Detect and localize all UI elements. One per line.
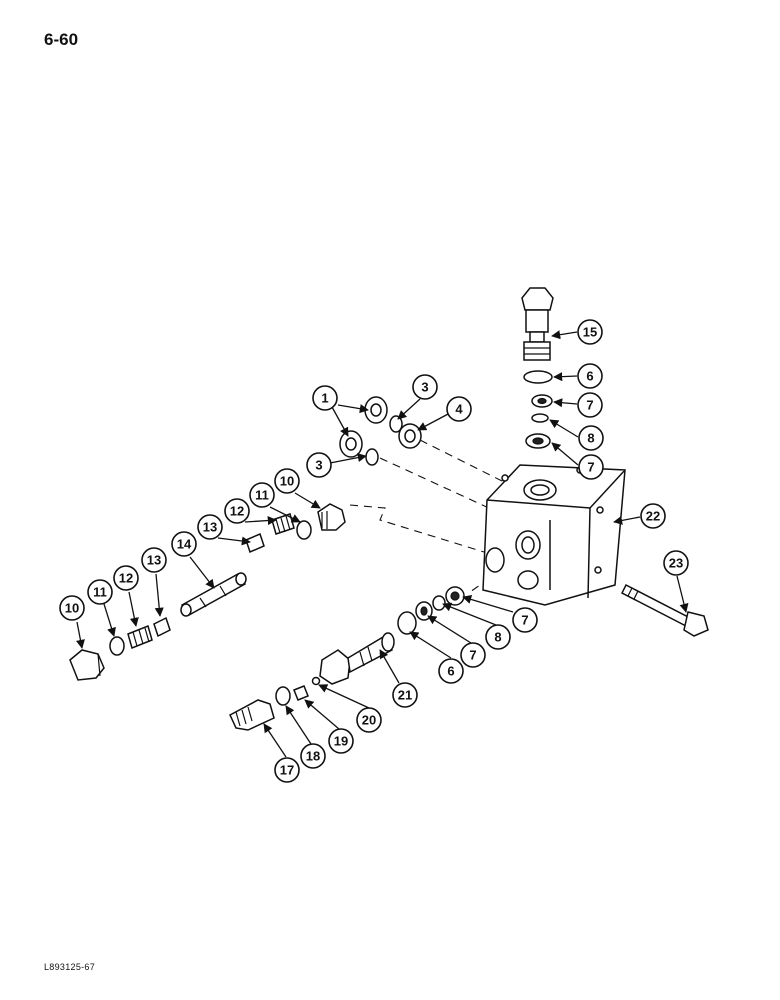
callout-7: 7 [578,454,604,480]
figure-code: L893125-67 [44,962,96,972]
callout-8: 8 [578,425,604,451]
callout-6: 6 [438,658,464,684]
svg-text:21: 21 [398,688,412,703]
callout-23: 23 [663,550,689,576]
o-rings-upper [523,370,553,449]
callout-10: 10 [59,595,85,621]
svg-text:8: 8 [494,630,501,645]
upper-plug-assembly [245,503,346,554]
callout-13: 13 [141,547,167,573]
callout-3: 3 [412,374,438,400]
callout-14: 14 [171,531,197,557]
svg-text:22: 22 [646,509,660,524]
svg-text:17: 17 [280,763,294,778]
callout-18: 18 [300,743,326,769]
svg-text:6: 6 [586,369,593,384]
svg-text:11: 11 [255,488,269,503]
svg-text:11: 11 [93,585,107,600]
svg-text:12: 12 [230,504,244,519]
svg-text:20: 20 [362,713,376,728]
callout-11: 11 [249,482,275,508]
callout-19: 19 [328,728,354,754]
callout-13: 13 [197,514,223,540]
svg-text:18: 18 [306,749,320,764]
svg-text:8: 8 [587,431,594,446]
callout-11: 11 [87,579,113,605]
callout-21: 21 [392,682,418,708]
spool [180,572,247,617]
leader-lines [75,330,689,758]
callout-22: 22 [640,503,666,529]
callout-20: 20 [356,707,382,733]
svg-text:7: 7 [469,648,476,663]
callout-6: 6 [577,363,603,389]
callout-7: 7 [512,607,538,633]
callout-17: 17 [274,757,300,783]
svg-text:7: 7 [586,398,593,413]
callout-7: 7 [460,642,486,668]
valve-body [482,464,626,606]
svg-text:3: 3 [315,458,322,473]
svg-text:12: 12 [119,571,133,586]
callout-15: 15 [577,319,603,345]
svg-text:7: 7 [587,460,594,475]
callout-10: 10 [274,468,300,494]
callout-8: 8 [485,624,511,650]
lower-plug-assembly [69,616,171,681]
svg-text:4: 4 [455,402,463,417]
svg-text:7: 7 [521,613,528,628]
svg-text:10: 10 [65,601,79,616]
svg-text:6: 6 [447,664,454,679]
svg-text:13: 13 [203,520,217,535]
svg-text:14: 14 [177,537,192,552]
svg-text:23: 23 [669,556,683,571]
callout-12: 12 [113,565,139,591]
callout-4: 4 [446,396,472,422]
fitting [319,632,395,685]
svg-text:15: 15 [583,325,597,340]
svg-text:19: 19 [334,734,348,749]
callout-1: 1 [312,385,338,411]
svg-text:3: 3 [421,380,428,395]
svg-text:10: 10 [280,474,294,489]
bolt [620,583,709,637]
callout-3: 3 [306,452,332,478]
page-number: 6-60 [44,30,79,49]
svg-text:13: 13 [147,553,161,568]
cartridge-valve [521,287,554,361]
callout-7: 7 [577,392,603,418]
svg-text:1: 1 [321,391,328,406]
seals-lower [397,586,465,635]
callout-12: 12 [224,498,250,524]
check-valve-set [229,676,321,731]
